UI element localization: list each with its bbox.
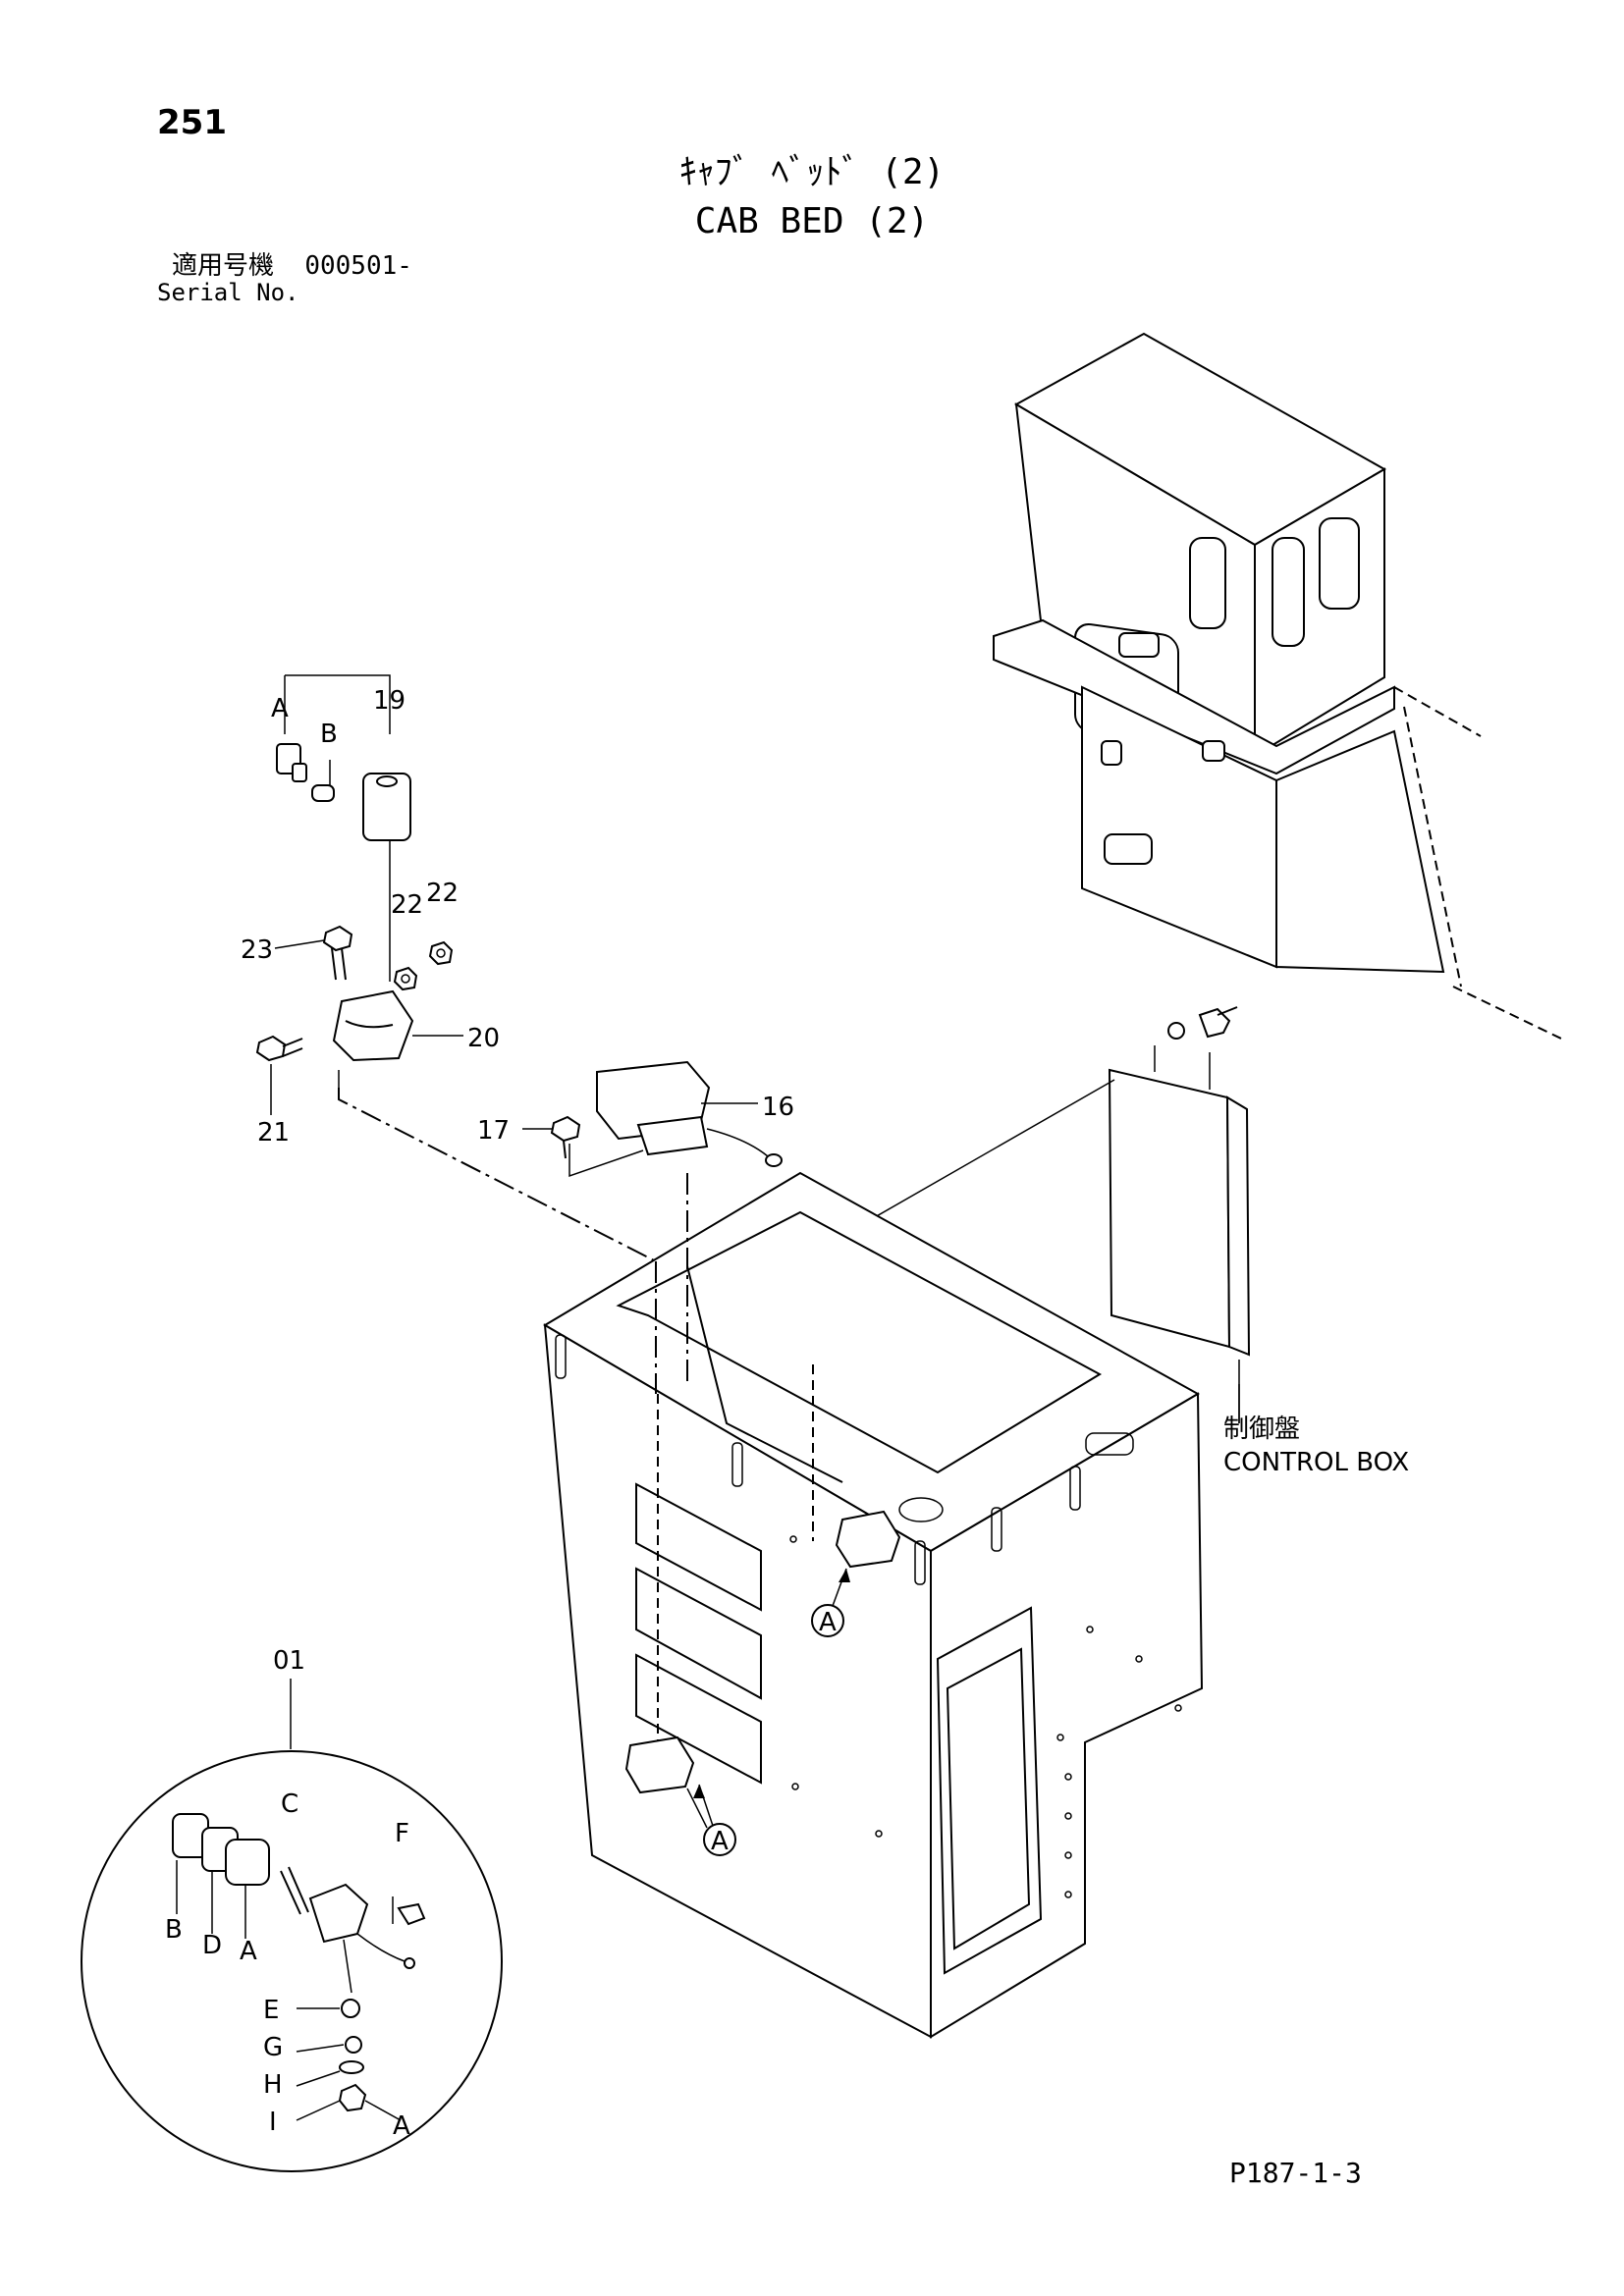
detail-e: E	[263, 1996, 279, 2025]
page-number: 251	[157, 103, 227, 142]
detail-c: C	[281, 1789, 298, 1819]
serial-value: 000501-	[304, 251, 412, 281]
title-japanese: ｷｬﾌﾞ ﾍﾞｯﾄﾞ (2)	[678, 152, 946, 192]
detail-h: H	[263, 2070, 283, 2100]
bracket	[332, 989, 463, 1088]
callout-21: 21	[257, 1118, 290, 1148]
reference-a-1: A	[819, 1608, 837, 1637]
callout-a-top: A	[271, 694, 289, 723]
detail-view-01	[81, 1679, 503, 2172]
callout-20: 20	[467, 1024, 500, 1053]
control-box-label-jp: 制御盤	[1223, 1415, 1300, 1444]
control-box-label-en: CONTROL BOX	[1223, 1448, 1409, 1477]
detail-b: B	[165, 1915, 183, 1945]
detail-i: I	[269, 2108, 277, 2137]
detail-d: D	[202, 1931, 222, 1960]
detail-a: A	[240, 1937, 257, 1966]
bolt-icon	[522, 1115, 581, 1159]
serial-label-jp: 適用号機	[172, 251, 275, 281]
callout-16: 16	[762, 1093, 794, 1122]
callout-23: 23	[241, 935, 273, 965]
title-english: CAB BED (2)	[694, 201, 930, 241]
page-reference: P187-1-3	[1229, 2157, 1362, 2189]
callout-19: 19	[373, 686, 406, 716]
callout-22a: 22	[391, 890, 423, 920]
serial-label-en: Serial No.	[157, 279, 299, 306]
callout-b-top: B	[320, 720, 338, 749]
serial-range: 適用号機 000501-	[172, 253, 412, 279]
detail-a2: A	[393, 2111, 410, 2141]
lamp-icon	[596, 1060, 783, 1167]
cab-bed-frame	[543, 1171, 1204, 2039]
bolt-icon	[255, 1035, 303, 1062]
lamp-icon	[624, 1510, 901, 1794]
nut-icon	[393, 940, 454, 991]
callout-22b: 22	[426, 879, 459, 908]
washer-icon	[1167, 1022, 1185, 1040]
control-box-icon	[1108, 1006, 1251, 1423]
reference-a-2: A	[711, 1827, 729, 1856]
bolt-icon	[322, 925, 353, 981]
detail-f: F	[395, 1819, 409, 1848]
callout-01: 01	[273, 1646, 305, 1676]
cab-icon	[993, 332, 1562, 1040]
solenoid-assembly	[276, 674, 411, 982]
callout-17: 17	[477, 1116, 510, 1146]
detail-g: G	[263, 2033, 283, 2062]
